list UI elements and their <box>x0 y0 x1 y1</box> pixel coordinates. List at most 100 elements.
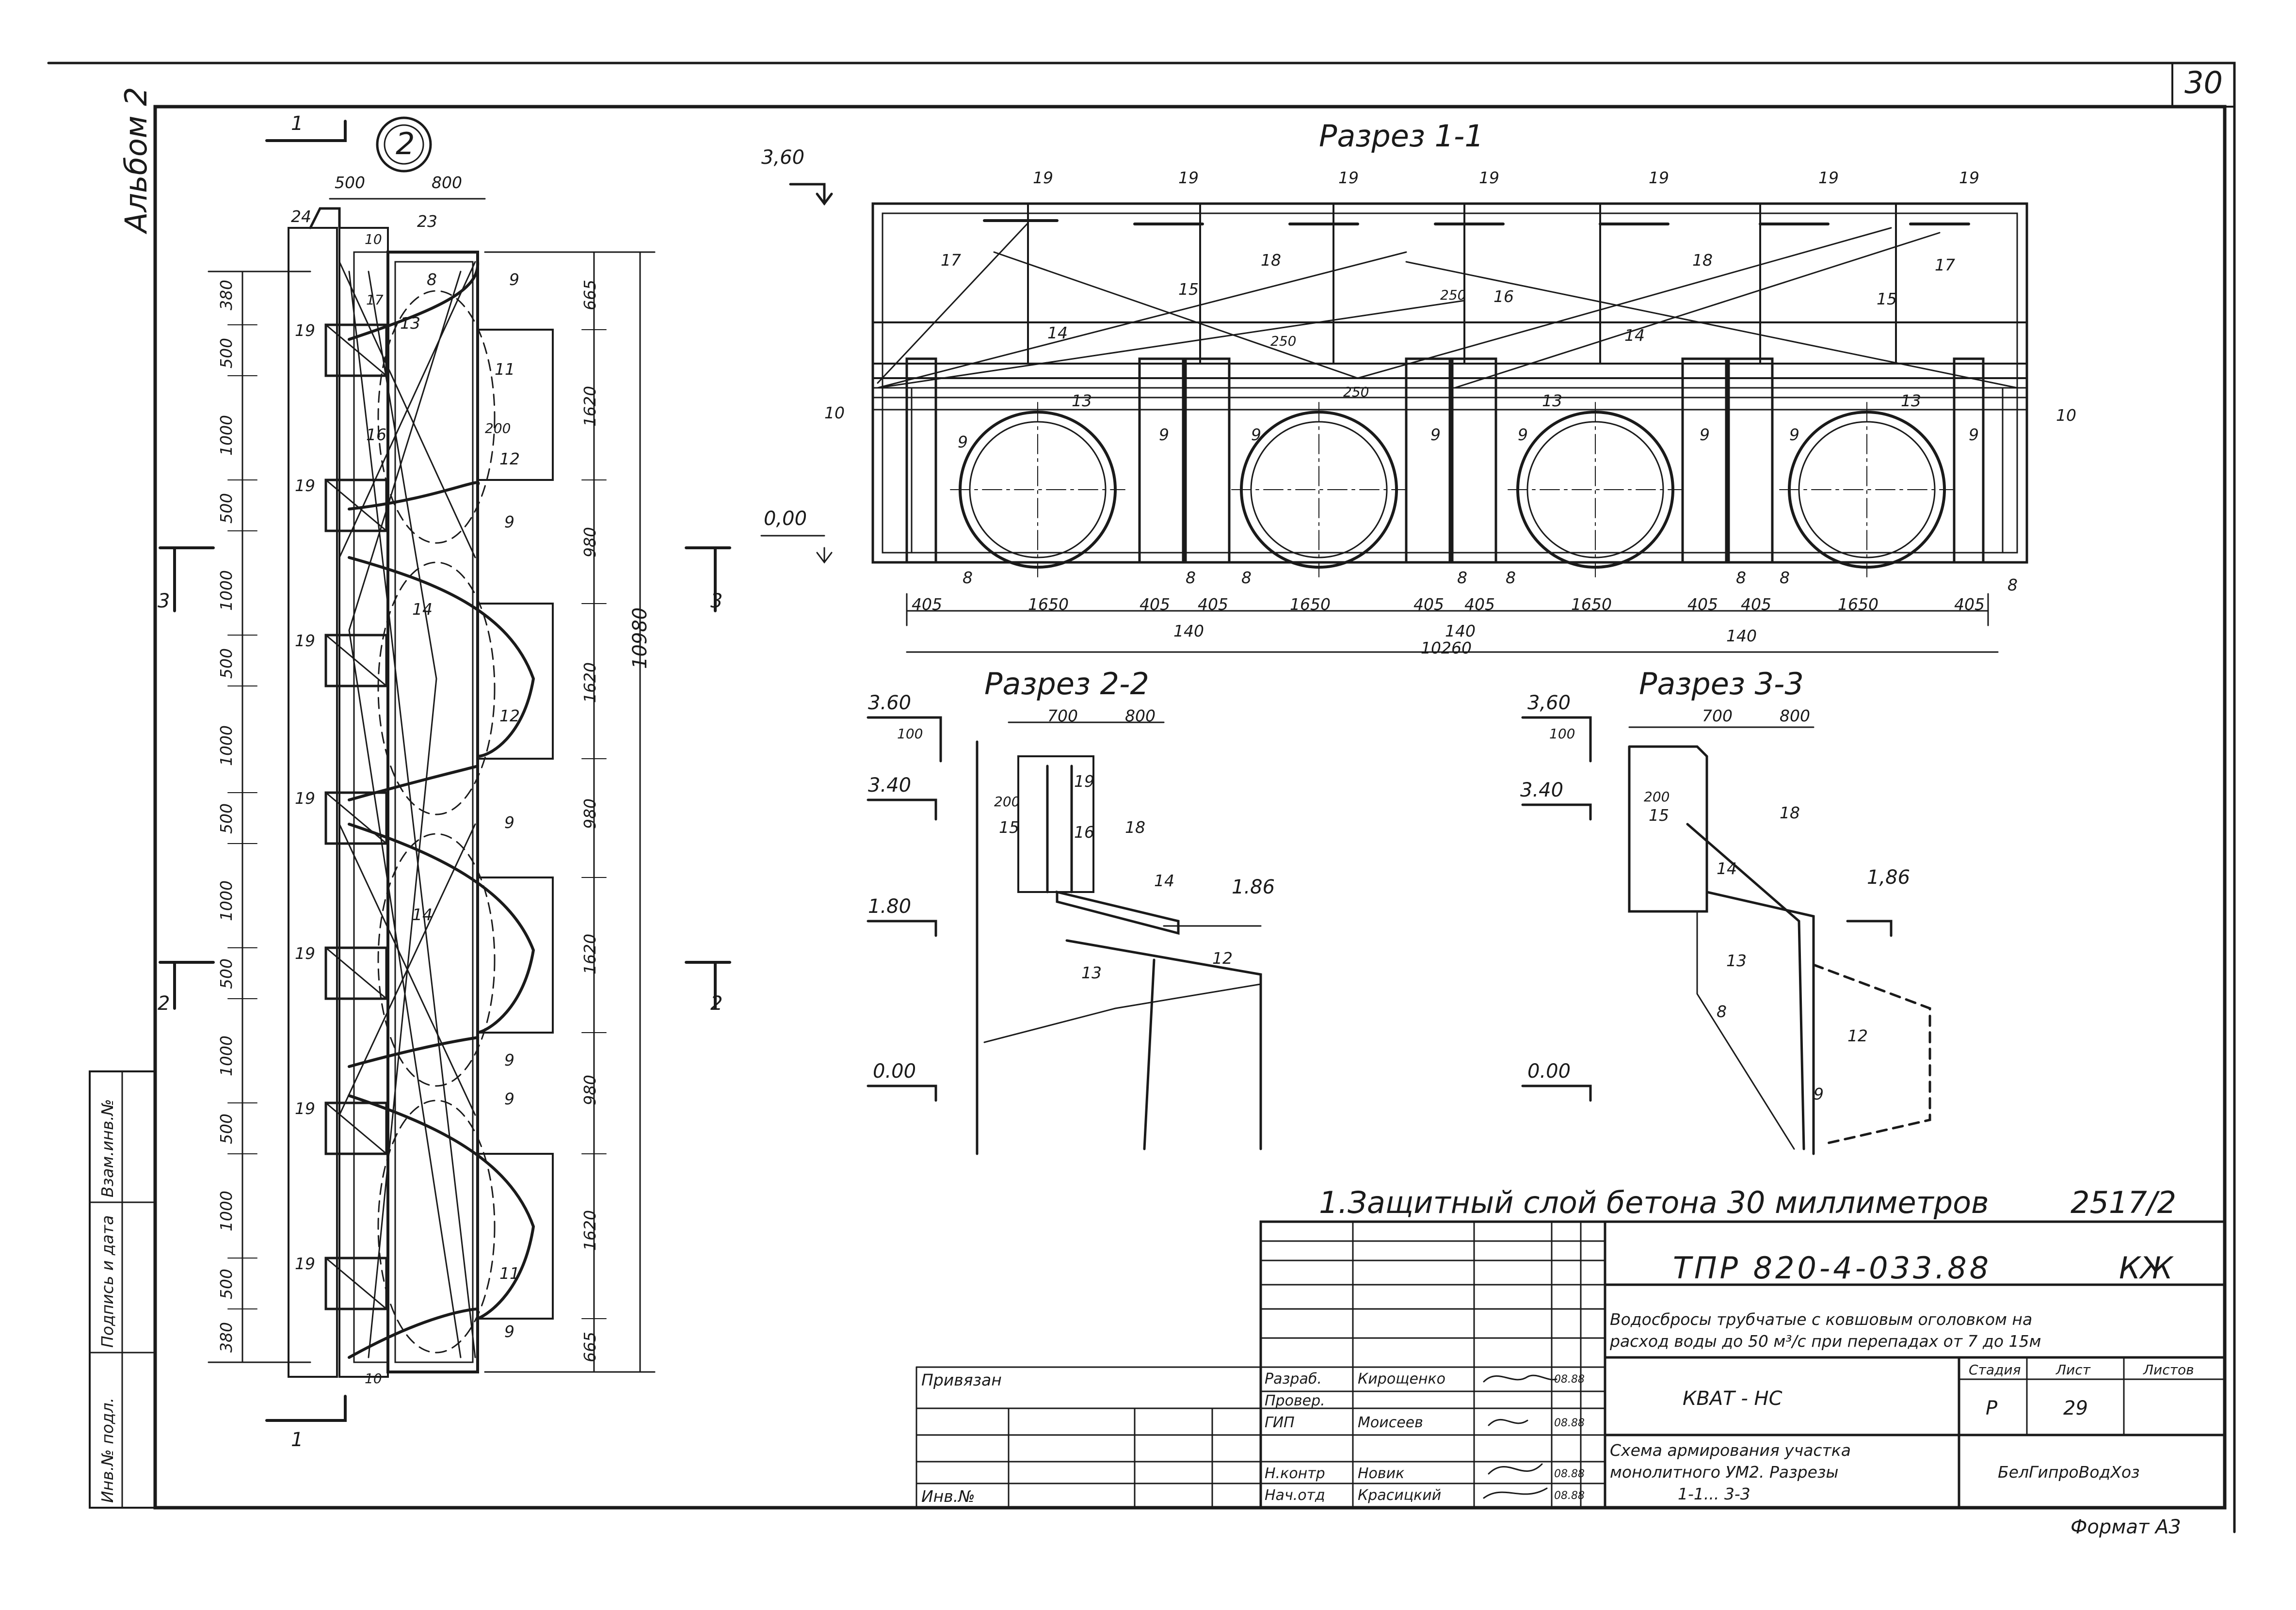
plan-left-dim: 1000 <box>217 1191 236 1231</box>
plan-left-dim: 1000 <box>217 570 236 611</box>
section-1-1-elev-bottom: 0,00 <box>764 508 807 530</box>
plan-left-dim: 500 <box>217 338 236 368</box>
section-1-1-span: 1650 <box>1571 595 1612 614</box>
section-1-1-span: 405 <box>1140 595 1170 614</box>
concrete-cover-note: 1.Защитный слой бетона 30 миллиметров <box>1319 1185 1989 1220</box>
section-1-1-callout: 250 <box>1270 333 1297 349</box>
inventory-number-label: Инв.№ <box>921 1487 975 1506</box>
section-1-1-span: 405 <box>1687 595 1718 614</box>
person-name: Красицкий <box>1358 1487 1442 1504</box>
plan-callout: 11 <box>495 360 515 379</box>
section-1-1-callout: 17 <box>1935 255 1955 274</box>
section-1-1-callout: 8 <box>963 568 973 587</box>
section-1-1-callout: 19 <box>1338 168 1359 187</box>
section-1-1-callout: 9 <box>1700 425 1710 444</box>
title-block-lines <box>915 1220 2226 1509</box>
plan-left-dim: 500 <box>217 493 236 524</box>
section-1-1-span: 405 <box>1741 595 1771 614</box>
sign-date: 08.88 <box>1554 1417 1585 1429</box>
plan-right-dim: 665 <box>580 280 599 310</box>
section-1-1-view <box>760 183 2028 653</box>
section-1-1-callout: 19 <box>1959 168 1979 187</box>
section-2-2-elev-2: 3.40 <box>868 774 912 797</box>
plan-callout: 19 <box>295 944 315 963</box>
sheets-header: Листов <box>2143 1362 2194 1378</box>
plan-callout: 9 <box>504 1051 514 1069</box>
section-1-1-callout: 9 <box>1518 425 1528 444</box>
plan-callout: 14 <box>412 905 433 924</box>
plan-right-dim: 1620 <box>580 934 599 974</box>
section-1-1-callout: 19 <box>1818 168 1839 187</box>
stage-value: Р <box>1986 1397 1998 1419</box>
plan-callout: 16 <box>366 425 386 444</box>
role-label: ГИП <box>1265 1414 1295 1431</box>
section-2-2-dim: 100 <box>897 726 923 742</box>
plan-overall-dim: 10980 <box>629 607 651 669</box>
section-1-1-callout: 9 <box>1789 425 1799 444</box>
section-1-1-callout: 9 <box>1969 425 1979 444</box>
section-1-1-callout: 9 <box>1430 425 1441 444</box>
sign-date: 08.88 <box>1554 1468 1585 1480</box>
section-1-1-callout: 8 <box>1736 568 1746 587</box>
person-name: Новик <box>1358 1465 1405 1482</box>
plan-top-dim-800: 800 <box>432 173 462 192</box>
section-2-2-elev-top: 3.60 <box>868 692 912 714</box>
cut-1-top-label: 1 <box>291 112 304 135</box>
sheet-header: Лист <box>2056 1362 2090 1378</box>
section-3-3-view <box>1521 716 1931 1155</box>
plan-callout: 19 <box>295 1254 315 1273</box>
plan-left-dim: 1000 <box>217 880 236 921</box>
plan-left-dim: 1000 <box>217 415 236 456</box>
section-1-1-callout: 13 <box>1072 391 1092 410</box>
plan-callout: 10 <box>365 1371 382 1387</box>
plan-callout: 24 <box>291 207 311 226</box>
section-1-1-span: 405 <box>1464 595 1495 614</box>
section-1-1-span: 405 <box>912 595 942 614</box>
role-label: Нач.отд <box>1265 1487 1325 1504</box>
section-1-1-callout: 19 <box>1479 168 1499 187</box>
role-label: Н.контр <box>1265 1465 1325 1482</box>
cut-3-left-label: 3 <box>158 590 170 612</box>
section-1-1-span: 1650 <box>1028 595 1069 614</box>
plan-callout: 10 <box>365 231 382 247</box>
section-1-1-callout: 15 <box>1178 280 1199 299</box>
drawing-title-line-1: Схема армирования участка <box>1610 1441 1851 1460</box>
plan-callout: 23 <box>417 212 437 231</box>
section-3-3-elev-2: 3.40 <box>1520 779 1564 801</box>
section-1-1-callout: 8 <box>2007 575 2018 594</box>
section-3-3-callout: 14 <box>1717 859 1737 878</box>
person-name: Кирощенко <box>1358 1371 1445 1387</box>
plan-left-dim: 1000 <box>217 725 236 766</box>
section-3-3-dim: 700 <box>1702 706 1733 725</box>
plan-right-dim: 665 <box>580 1332 599 1362</box>
album-label: Альбом 2 <box>118 87 154 233</box>
section-1-1-span: 405 <box>1413 595 1444 614</box>
section-2-2-dim: 700 <box>1047 706 1078 725</box>
plan-right-dim: 980 <box>580 1075 599 1105</box>
sign-date: 08.88 <box>1554 1373 1585 1386</box>
plan-callout: 19 <box>295 476 315 495</box>
section-3-3-dim: 200 <box>1644 789 1670 805</box>
plan-callout: 17 <box>366 292 384 308</box>
section-1-1-span: 405 <box>1954 595 1985 614</box>
section-2-2-callout: 15 <box>999 818 1019 837</box>
plan-left-dim: 380 <box>217 1322 236 1353</box>
section-1-1-callout: 8 <box>1780 568 1790 587</box>
plan-left-dim: 1000 <box>217 1036 236 1076</box>
sheet-frame <box>47 62 2236 1533</box>
person-name: Моисеев <box>1358 1414 1423 1431</box>
section-1-1-span: 1650 <box>1290 595 1331 614</box>
section-1-1-gap: 140 <box>1726 626 1757 645</box>
section-2-2-elev-4: 1.86 <box>1232 876 1275 898</box>
section-cut-marks <box>159 120 731 1422</box>
cut-1-bottom-label: 1 <box>291 1429 304 1451</box>
stamp-podpis: Подпись и дата <box>98 1215 117 1348</box>
section-1-1-callout: 19 <box>1033 168 1053 187</box>
cut-2-right-label: 2 <box>710 992 723 1015</box>
section-2-2-dim: 200 <box>994 794 1020 810</box>
plan-callout: 9 <box>509 270 519 289</box>
section-3-3-callout: 12 <box>1847 1026 1868 1045</box>
plan-right-dim: 1620 <box>580 1210 599 1251</box>
section-1-1-elev-top: 3,60 <box>761 146 805 169</box>
